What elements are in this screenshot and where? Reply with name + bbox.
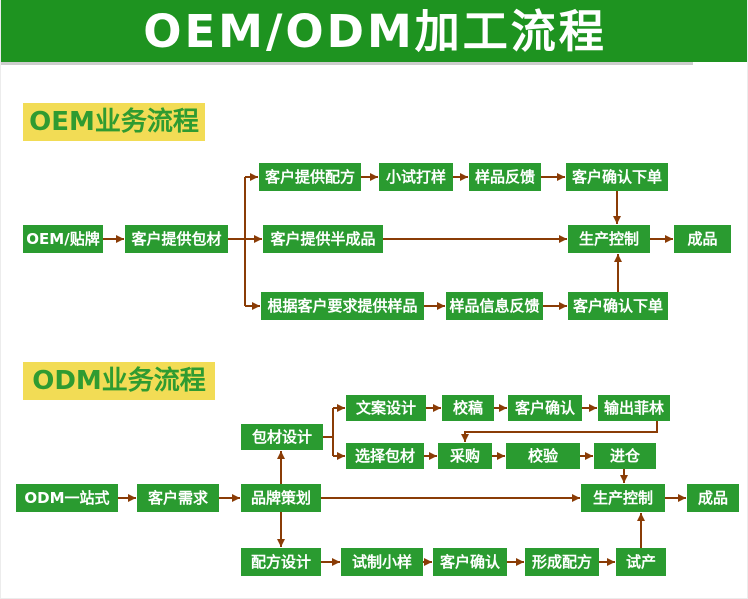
box-odm-pilot-production: 试产	[616, 548, 666, 576]
box-odm-purchasing: 采购	[438, 443, 492, 469]
box-oem-brand-label-start: OEM/贴牌	[23, 225, 103, 253]
box-oem-samples-per-customer-request: 根据客户要求提供样品	[261, 292, 424, 320]
box-odm-proofreading: 校稿	[442, 395, 494, 421]
box-odm-warehouse-in: 进仓	[594, 443, 656, 469]
box-oem-customer-provides-formula: 客户提供配方	[259, 163, 361, 191]
box-oem-small-trial-sample: 小试打样	[379, 163, 453, 191]
box-oem-customer-supplies-packaging: 客户提供包材	[125, 225, 228, 253]
box-oem-sample-info-feedback: 样品信息反馈	[446, 292, 543, 320]
box-oem-sample-feedback: 样品反馈	[469, 163, 541, 191]
box-odm-one-stop-start: ODM一站式	[16, 484, 118, 512]
odm-section-label: ODM业务流程	[23, 362, 215, 400]
box-oem-finished-product: 成品	[674, 225, 731, 253]
box-odm-customer-confirm-formula: 客户确认	[433, 548, 507, 576]
box-oem-customer-provides-semifinished: 客户提供半成品	[263, 225, 383, 253]
box-odm-copy-design: 文案设计	[346, 395, 426, 421]
box-oem-customer-confirms-order-bottom: 客户确认下单	[568, 292, 668, 320]
page-title: OEM/ODM加工流程	[143, 4, 607, 58]
box-odm-customer-needs: 客户需求	[137, 484, 219, 512]
box-oem-customer-confirms-order-top: 客户确认下单	[566, 163, 668, 191]
box-odm-packaging-design: 包材设计	[241, 424, 323, 450]
box-odm-form-formula: 形成配方	[525, 548, 599, 576]
box-odm-output-film: 输出菲林	[598, 395, 670, 421]
box-odm-production-control: 生产控制	[581, 484, 665, 512]
header-divider	[1, 62, 693, 65]
oem-section-label: OEM业务流程	[23, 103, 205, 141]
box-odm-inspection: 校验	[506, 443, 580, 469]
box-odm-select-packaging: 选择包材	[346, 443, 424, 469]
box-odm-trial-small-sample: 试制小样	[341, 548, 423, 576]
box-odm-formula-design: 配方设计	[241, 548, 321, 576]
box-odm-customer-confirm-artwork: 客户确认	[508, 395, 582, 421]
header-banner: OEM/ODM加工流程	[1, 0, 747, 62]
box-odm-brand-planning: 品牌策划	[241, 484, 321, 512]
box-oem-production-control: 生产控制	[568, 225, 650, 253]
box-odm-finished-product: 成品	[687, 484, 739, 512]
